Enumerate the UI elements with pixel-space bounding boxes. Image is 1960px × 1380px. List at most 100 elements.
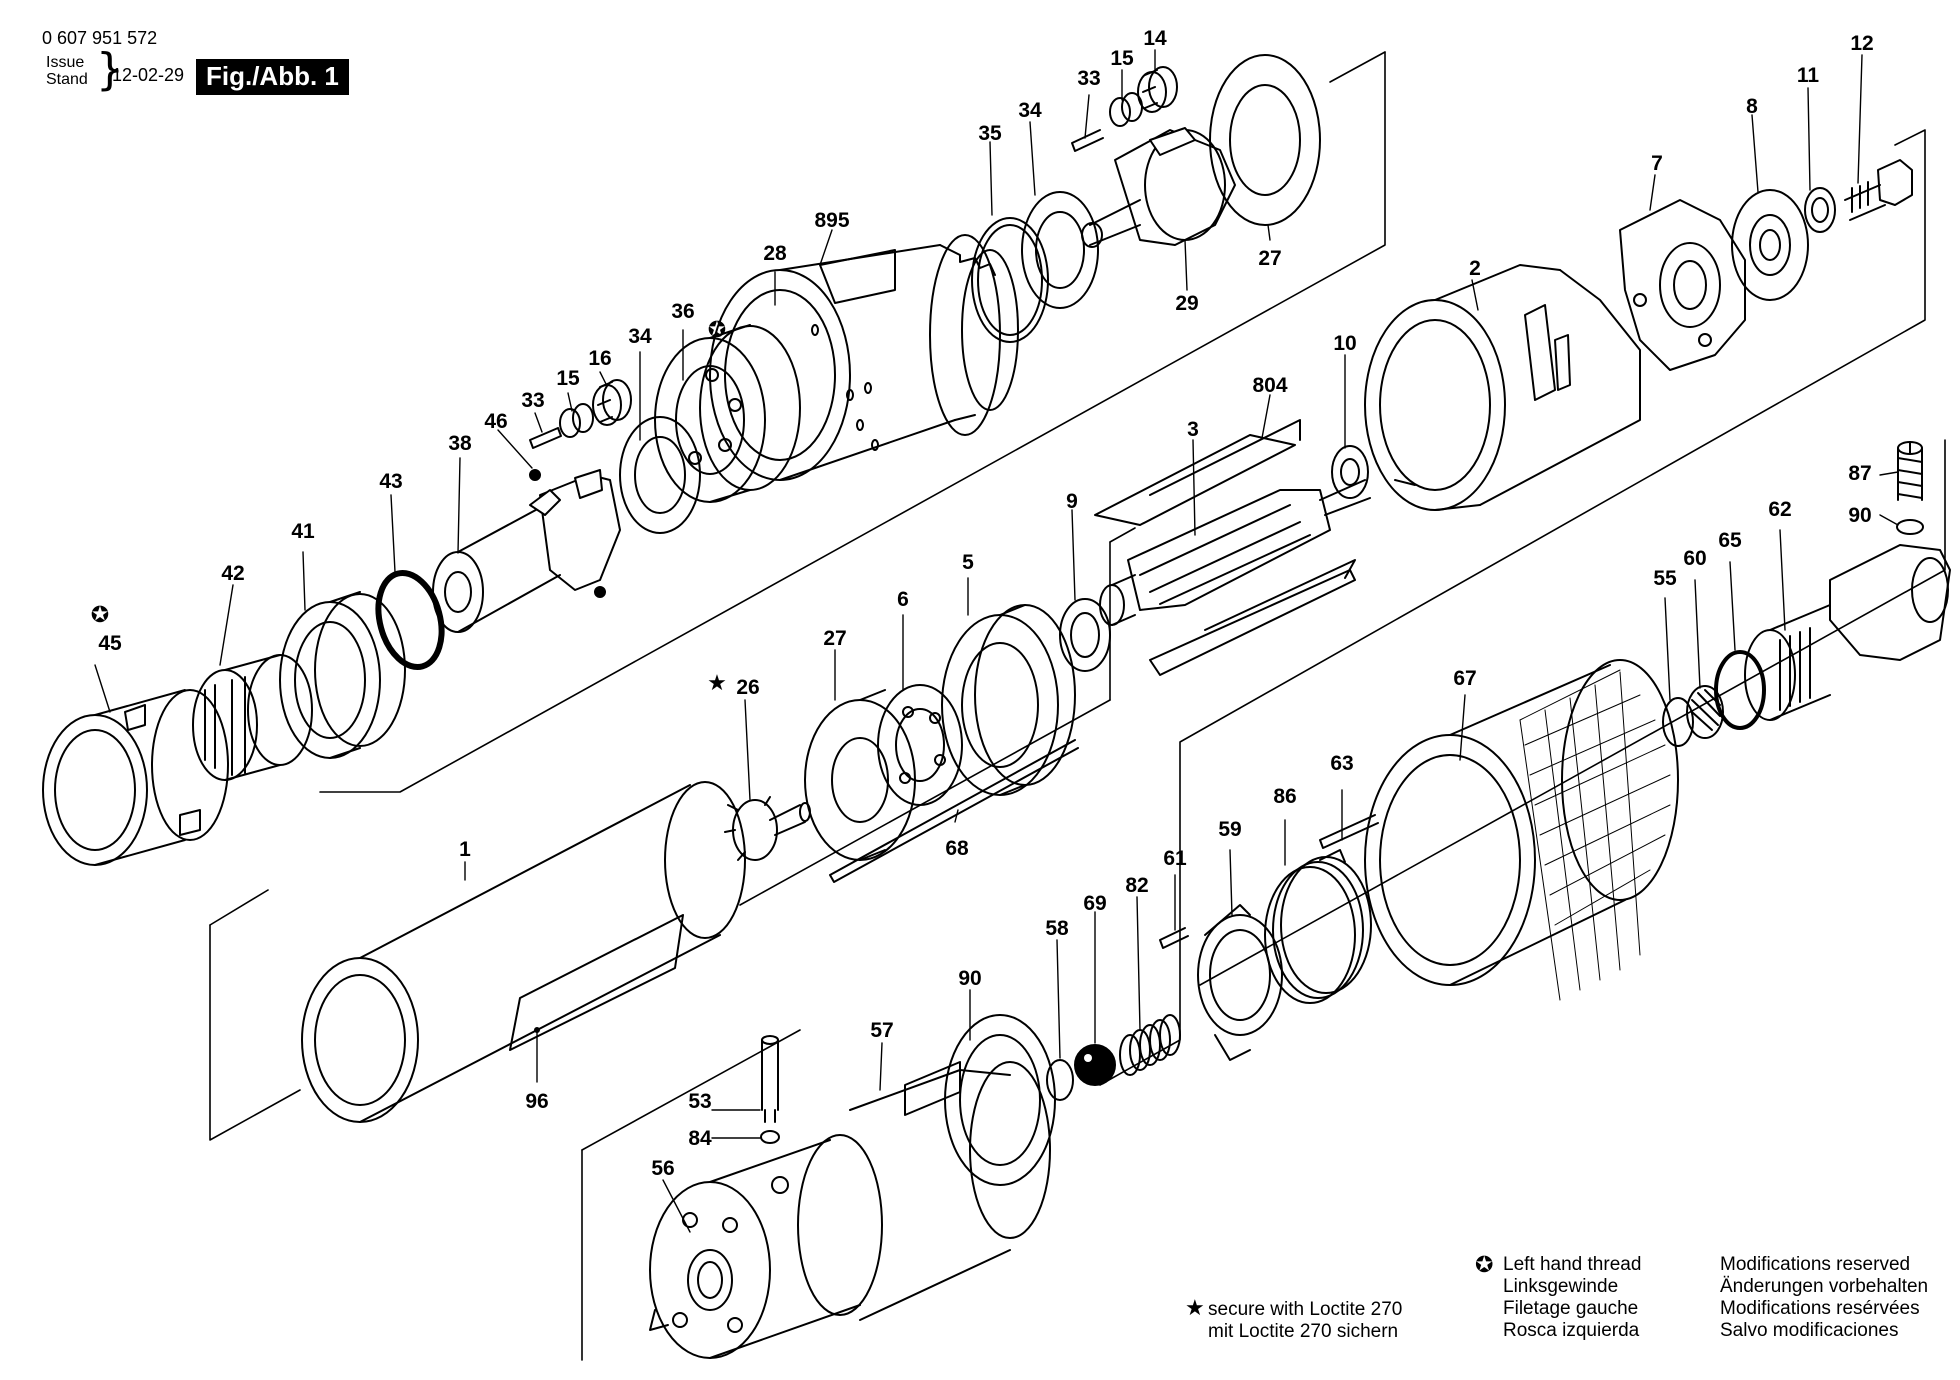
label-16: 16	[588, 347, 611, 370]
label-26: 26	[736, 676, 759, 699]
legend-star: ★	[1185, 1296, 1205, 1321]
issue-label: Issue	[46, 54, 85, 71]
loctite-note-en: secure with Loctite 270	[1208, 1299, 1402, 1320]
label-63: 63	[1330, 752, 1353, 775]
label-42: 42	[221, 562, 244, 585]
issue-date: 12-02-29	[112, 65, 185, 85]
label-11: 11	[1797, 64, 1820, 87]
part-9-washer	[1059, 598, 1111, 672]
label-46: 45	[98, 632, 122, 655]
part-62-air-inlet	[1744, 544, 1951, 721]
part-804-vanes	[1094, 419, 1356, 676]
part-28-housing	[709, 234, 1019, 481]
label-53: 53	[688, 1090, 711, 1113]
part-57-valve	[849, 1061, 1051, 1321]
part-43-o-ring	[375, 569, 445, 671]
part-29-planet-carrier	[1081, 127, 1236, 248]
label-45: 46	[484, 410, 507, 433]
part-59-reverse-ring	[1197, 904, 1283, 1061]
label-65: 65	[1718, 529, 1742, 552]
label-56: 56	[651, 1157, 674, 1180]
part-895-label	[819, 249, 896, 304]
lh-thread-symbol-36: ✪	[708, 318, 726, 343]
part-33-pin	[529, 427, 562, 449]
label-61: 61	[1163, 847, 1187, 870]
part-number-labels: 45 42 41 43 38 46 33 15 16 34 36 28 895 …	[98, 27, 1873, 1180]
part-45-balls	[529, 469, 606, 598]
part-33-pin-upper	[1071, 129, 1104, 152]
part-82-spring	[1264, 849, 1372, 1004]
part-61-pin	[1159, 927, 1189, 949]
label-15: 15	[556, 367, 580, 390]
document-number: 0 607 951 572	[42, 28, 158, 48]
part-2-cylinder	[1364, 264, 1641, 511]
lh-thread-es: Rosca izquierda	[1503, 1320, 1640, 1341]
label-38: 38	[448, 432, 472, 455]
part-46-front-cap	[42, 689, 229, 866]
part-55-o-ring	[1662, 697, 1694, 747]
frame-middle	[209, 129, 1926, 1141]
part-7-end-plate	[1619, 199, 1746, 371]
part-87-o-ring	[1896, 519, 1924, 535]
modifications-es: Salvo modificaciones	[1720, 1320, 1898, 1341]
figure-label: Fig./Abb. 1	[196, 59, 349, 95]
label-28: 28	[763, 242, 787, 265]
label-7: 7	[1651, 152, 1663, 175]
label-14: 14	[1143, 27, 1167, 50]
part-42-needle-bearing	[192, 654, 313, 781]
part-60-strainer	[1686, 685, 1724, 739]
part-53-pin	[761, 1035, 779, 1123]
label-34-upper: 34	[1018, 99, 1042, 122]
part-56-valve-housing	[649, 1134, 883, 1359]
label-36: 36	[671, 300, 694, 323]
label-804: 804	[1252, 374, 1287, 397]
part-1-barrel	[301, 781, 746, 1123]
label-10: 10	[1333, 332, 1356, 355]
label-62: 62	[1768, 498, 1791, 521]
part-15-gear-upper	[1109, 92, 1143, 127]
part-90-seal	[944, 1014, 1056, 1186]
lh-thread-en: Left hand thread	[1503, 1254, 1641, 1275]
lh-thread-de: Linksgewinde	[1503, 1276, 1618, 1297]
part-84-o-ring	[760, 1130, 780, 1144]
legend-lh-symbol: ✪	[1475, 1253, 1493, 1278]
label-33-upper: 33	[1077, 67, 1100, 90]
loctite-star-26: ★	[707, 671, 727, 696]
label-1: 1	[459, 838, 471, 861]
label-41: 41	[291, 520, 315, 543]
label-27: 27	[823, 627, 846, 650]
part-67-knurled-ring	[1364, 659, 1679, 1001]
label-67: 67	[1453, 667, 1476, 690]
part-5-end-plate	[941, 604, 1076, 796]
label-35: 35	[978, 122, 1002, 145]
label-6: 6	[897, 588, 909, 611]
part-86-screw	[1897, 441, 1923, 501]
part-15-gear	[559, 403, 594, 438]
label-68: 69	[1083, 892, 1106, 915]
label-15-upper: 15	[1110, 47, 1134, 70]
label-69: 82	[1125, 874, 1148, 897]
label-59: 59	[1218, 818, 1241, 841]
legend: ★ secure with Loctite 270 mit Loctite 27…	[1185, 1253, 1928, 1342]
label-12: 12	[1850, 32, 1873, 55]
label-3: 3	[1187, 418, 1199, 441]
modifications-de: Änderungen vorbehalten	[1720, 1276, 1928, 1297]
part-27-washer	[804, 689, 916, 861]
label-9: 9	[1066, 490, 1078, 513]
part-11-washer	[1804, 187, 1836, 233]
label-96: 96	[525, 1090, 548, 1113]
label-43: 43	[379, 470, 402, 493]
label-33: 33	[521, 389, 544, 412]
label-82: 86	[1273, 785, 1296, 808]
part-34-washer-upper	[1021, 191, 1099, 309]
modifications-fr: Modifications resérvées	[1720, 1298, 1920, 1319]
part-10-washer	[1331, 445, 1369, 499]
part-66-rod	[829, 739, 1079, 883]
part-8-bearing	[1731, 189, 1809, 301]
label-87: 90	[1848, 504, 1871, 527]
label-29: 29	[1175, 292, 1198, 315]
label-2: 2	[1469, 257, 1481, 280]
label-34: 34	[628, 325, 652, 348]
stand-label: Stand	[46, 71, 88, 88]
part-16-gear	[592, 379, 632, 426]
